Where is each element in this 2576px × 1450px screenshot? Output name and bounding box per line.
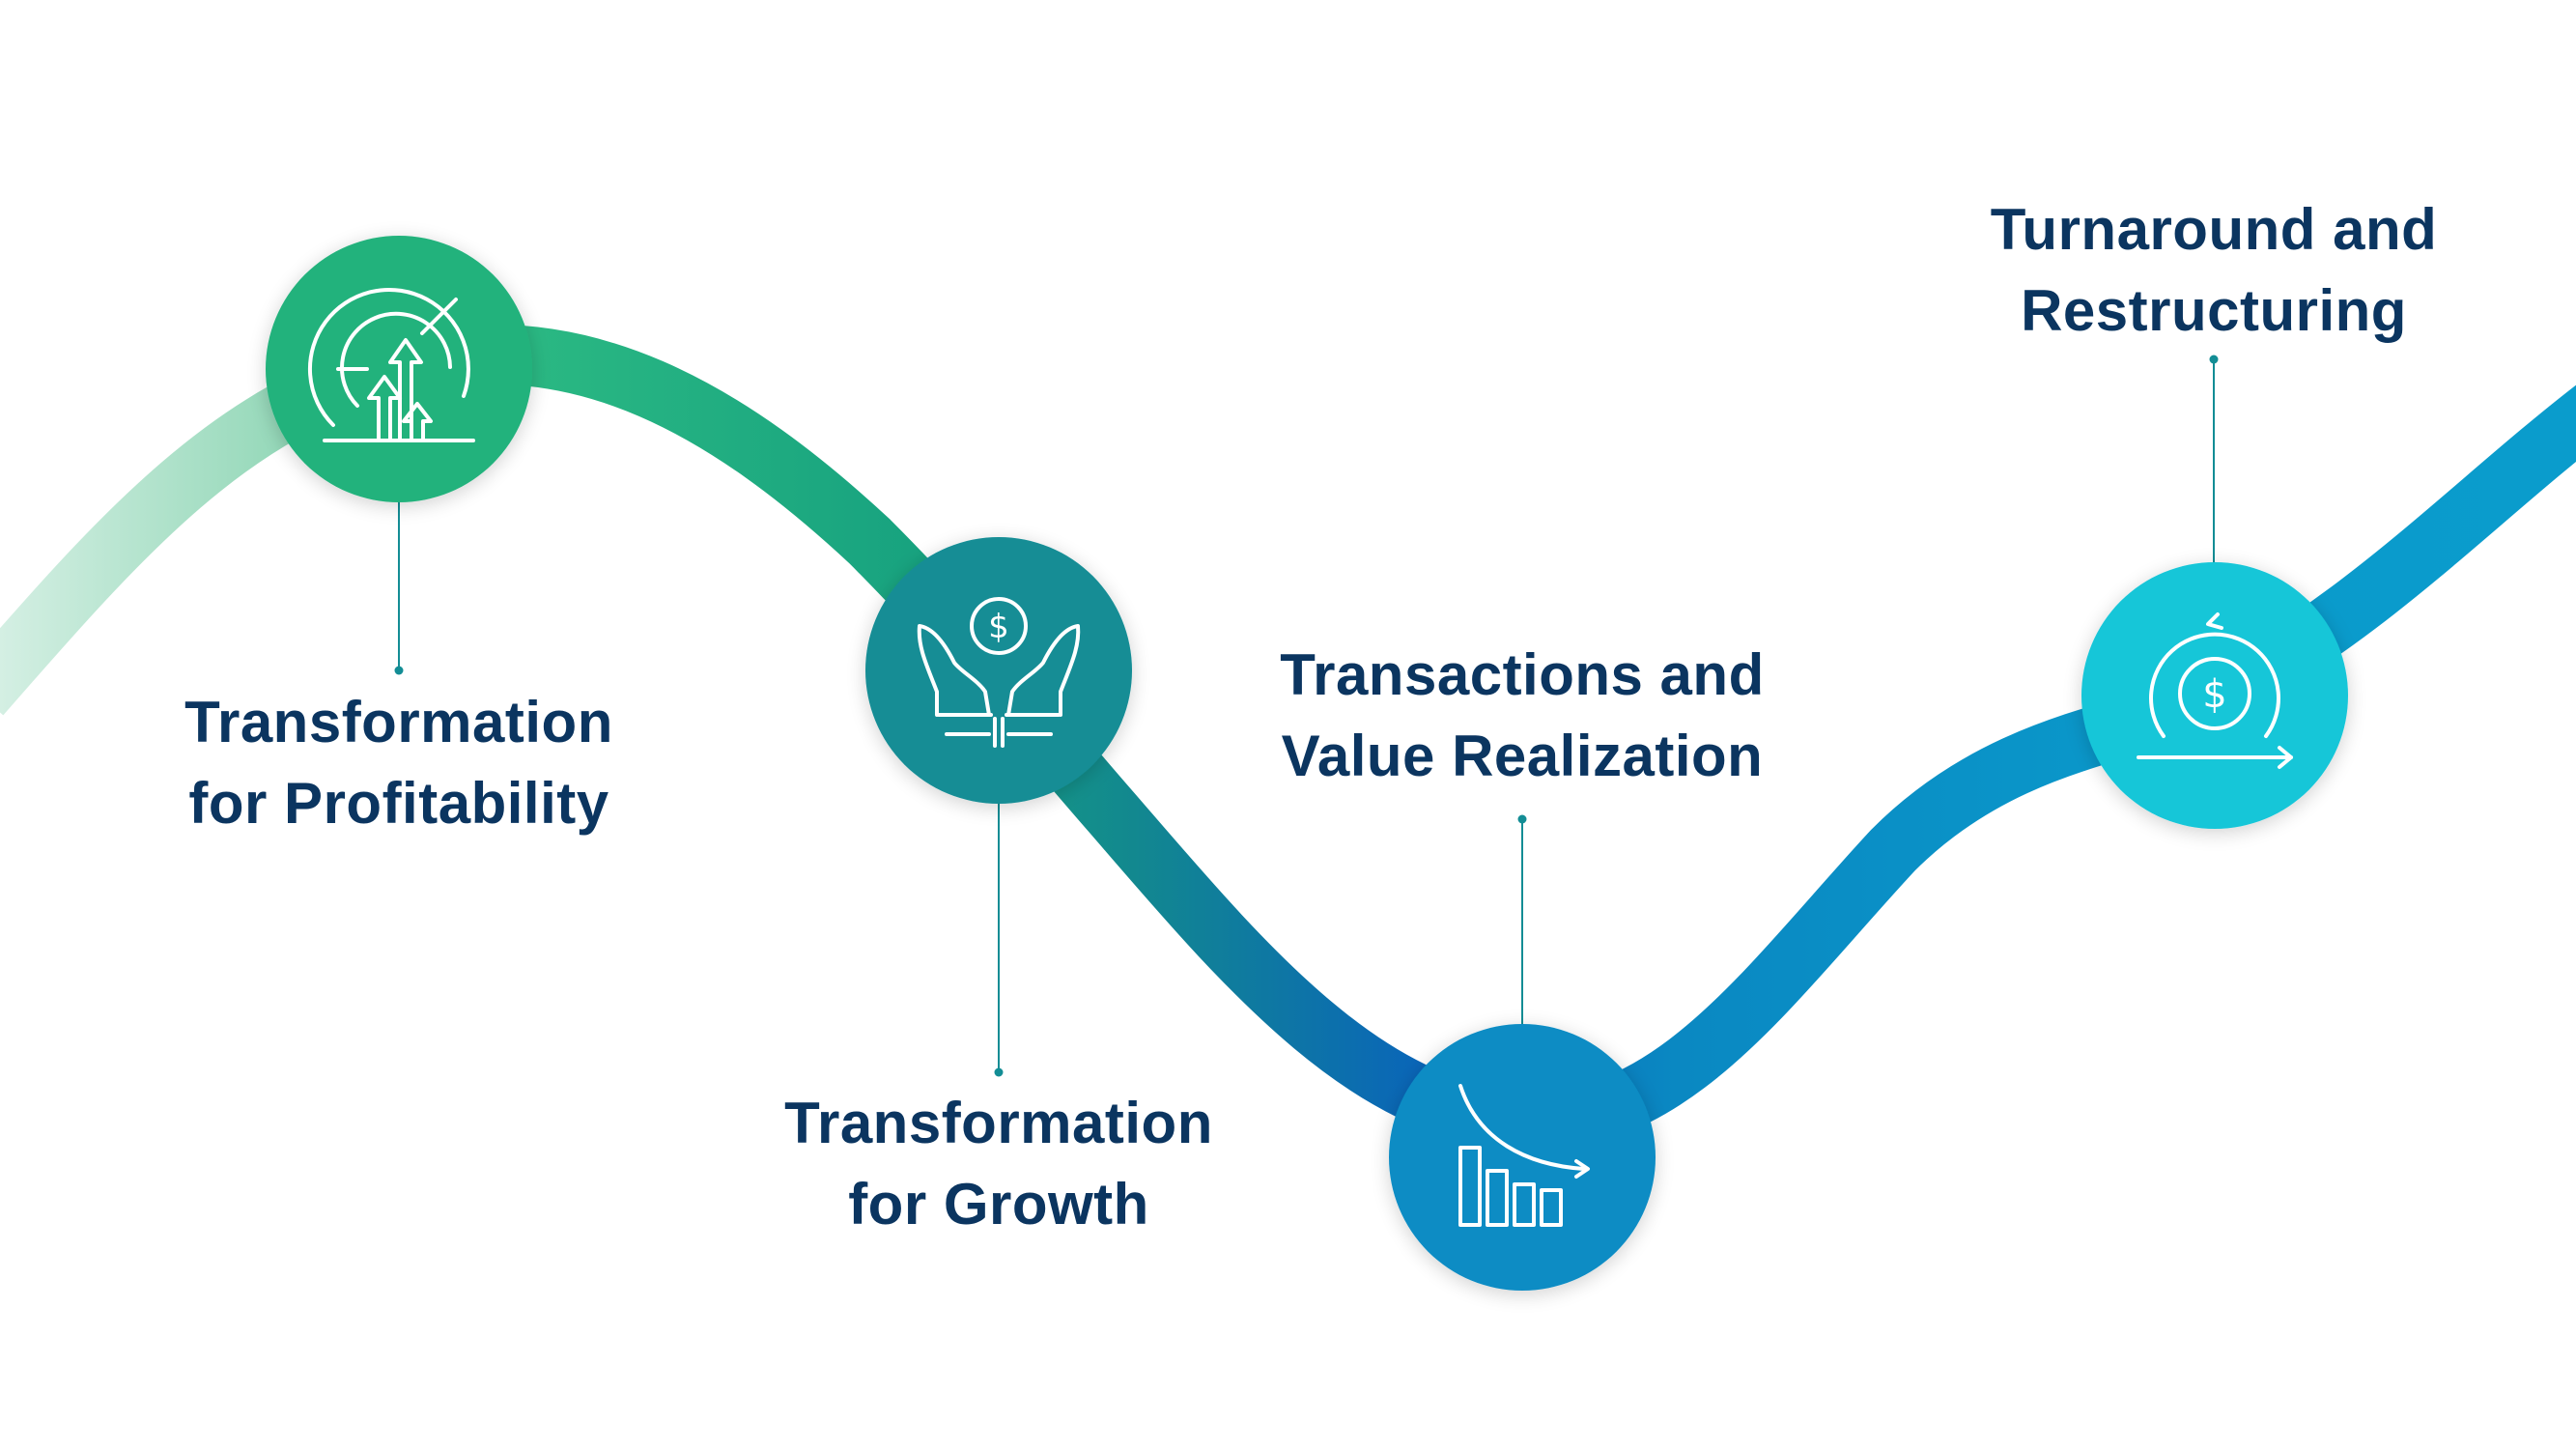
- stage-label-turnaround: Turnaround and Restructuring: [1924, 189, 2504, 352]
- stage-label-growth: Transformation for Growth: [709, 1083, 1288, 1245]
- dollar-cycle-icon: $: [2137, 612, 2293, 769]
- stage-label-line: for Profitability: [188, 771, 609, 836]
- stage-node-transactions: [1389, 1024, 1656, 1291]
- connector-turnaround: [2209, 355, 2219, 564]
- stage-label-line: Turnaround and: [1990, 197, 2438, 262]
- hands-dollar-icon: $: [917, 597, 1081, 748]
- stage-label-line: Restructuring: [2021, 278, 2407, 343]
- stage-node-growth: [865, 537, 1132, 804]
- declining-bars-icon: [1458, 1084, 1590, 1227]
- connector-profitability: [394, 502, 404, 675]
- stage-label-transactions: Transactions and Value Realization: [1232, 635, 1812, 797]
- stage-label-profitability: Transformation for Profitability: [109, 682, 689, 844]
- stage-label-line: Transformation: [184, 690, 613, 754]
- connector-growth: [994, 802, 1004, 1077]
- stage-label-line: Transformation: [784, 1091, 1213, 1155]
- stage-label-line: Value Realization: [1281, 724, 1764, 788]
- stage-label-line: Transactions and: [1280, 642, 1765, 707]
- target-arrows-icon: [307, 287, 475, 442]
- svg-text:$: $: [988, 608, 1009, 646]
- stage-label-line: for Growth: [848, 1172, 1149, 1237]
- stage-node-turnaround: [2081, 562, 2348, 829]
- svg-text:$: $: [2202, 672, 2226, 717]
- connector-transactions: [1517, 814, 1527, 1026]
